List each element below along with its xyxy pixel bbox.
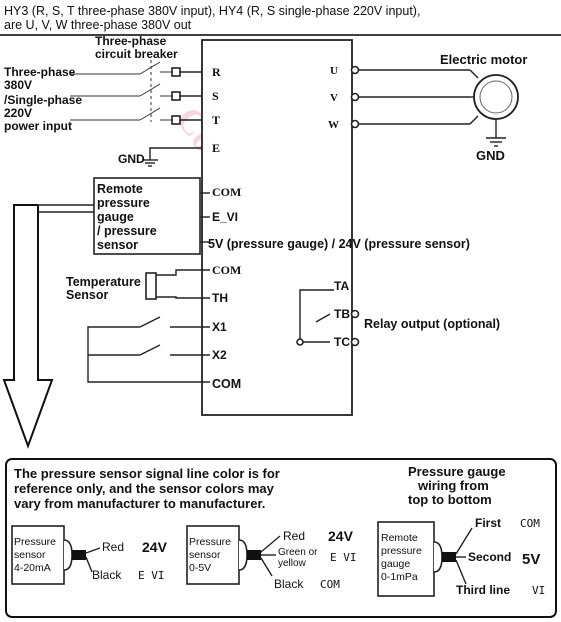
- sensor-2-red-value: 24V: [328, 528, 354, 544]
- terminal-u: U: [330, 65, 338, 77]
- terminal-x1: X1: [212, 320, 227, 334]
- power-input-line-4: 220V: [4, 106, 32, 120]
- sensor-2-name-1: Pressure: [189, 536, 231, 548]
- gauge-third-label: Third line: [456, 583, 510, 597]
- note-line-2: reference only, and the sensor colors ma…: [14, 481, 275, 496]
- supply-label: 5V (pressure gauge) / 24V (pressure sens…: [208, 237, 470, 251]
- remote-gauge-wires: [200, 192, 210, 243]
- gauge-first-label: First: [475, 516, 501, 530]
- remote-label-3: gauge: [97, 210, 134, 224]
- sensor-1-box: [11, 525, 65, 585]
- terminal-r: R: [212, 65, 221, 79]
- sensor-2-black-value: COM: [320, 578, 340, 591]
- sensor-1-red-value: 24V: [142, 539, 168, 555]
- remote-label-5: sensor: [97, 238, 138, 252]
- breaker-label-1: Three-phase: [95, 34, 167, 48]
- power-input-line-1: Three-phase: [4, 65, 76, 79]
- sensor-2-box: [186, 525, 240, 585]
- sensor-2-green-label-2: yellow: [278, 558, 307, 569]
- terminal-e: E: [212, 141, 220, 155]
- gauge-name-2: pressure: [381, 545, 422, 557]
- terminal-evi: E_VI: [212, 210, 238, 224]
- gauge-name-3: gauge: [381, 558, 410, 570]
- sensor-1-name-1: Pressure: [14, 536, 56, 548]
- header-line-1: HY3 (R, S, T three-phase 380V input), HY…: [4, 4, 420, 18]
- gauge-title-3: top to bottom: [408, 492, 492, 507]
- terminal-ta: TA: [334, 279, 349, 293]
- sensor-2-green-value: E VI: [330, 551, 357, 564]
- terminal-tb: TB: [334, 307, 350, 321]
- sensor-1-red-label: Red: [102, 540, 124, 554]
- x1-x2-switches: [87, 316, 210, 383]
- note-line-1: The pressure sensor signal line color is…: [14, 466, 280, 481]
- sensor-1-name-3: 4-20mA: [14, 562, 51, 574]
- remote-label-2: pressure: [97, 196, 150, 210]
- terminal-th: TH: [212, 291, 228, 305]
- electric-motor-icon: [473, 74, 519, 147]
- gnd-right-label: GND: [476, 148, 505, 163]
- power-input-line-2: 380V: [4, 78, 32, 92]
- terminal-tc: TC: [334, 335, 350, 349]
- sensor-1-black-label: Black: [92, 568, 122, 582]
- note-line-3: vary from manufacturer to manufacturer.: [14, 496, 265, 511]
- terminal-w: W: [328, 119, 339, 131]
- terminal-s: S: [212, 89, 219, 103]
- temp-label-2: Sensor: [66, 288, 109, 302]
- gauge-second-value: 5V: [522, 551, 540, 568]
- sensor-2-green-label-1: Green or: [278, 547, 318, 558]
- temp-label-1: Temperature: [66, 275, 141, 289]
- gnd-left-label: GND: [118, 152, 145, 166]
- gauge-first-value: COM: [520, 517, 540, 530]
- terminal-x2: X2: [212, 348, 227, 362]
- down-arrow-icon: [2, 204, 94, 449]
- sensor-1-black-value: E VI: [138, 569, 165, 582]
- inverter-box: [201, 39, 353, 416]
- remote-label-1: Remote: [97, 182, 143, 196]
- ground-left-symbol: [142, 147, 202, 167]
- relay-label: Relay output (optional): [364, 317, 500, 331]
- header-line-2: are U, V, W three-phase 380V out: [4, 18, 192, 32]
- sensor-2-black-label: Black: [274, 577, 304, 591]
- temperature-sensor-symbol: [145, 269, 210, 300]
- motor-wiring: [350, 65, 479, 129]
- gauge-second-label: Second: [468, 550, 511, 564]
- gauge-third-value: VI: [532, 584, 545, 597]
- relay-wiring: [296, 289, 360, 347]
- sensor-2-name-3: 0-5V: [189, 562, 211, 574]
- gauge-title-1: Pressure gauge: [408, 464, 506, 479]
- gauge-title-2: wiring from: [417, 478, 489, 493]
- gauge-name-4: 0-1mPa: [381, 571, 418, 583]
- breaker-wiring: [70, 60, 202, 125]
- terminal-com-1: COM: [212, 185, 241, 199]
- breaker-label-2: circuit breaker: [95, 47, 178, 61]
- sensor-2-name-2: sensor: [189, 549, 221, 561]
- remote-gauge-box: [93, 177, 201, 255]
- sensor-1-connector: [63, 539, 101, 573]
- terminal-com-3: COM: [212, 377, 241, 391]
- remote-label-4: / pressure: [97, 224, 157, 238]
- gauge-box: [377, 521, 435, 597]
- sensor-1-name-2: sensor: [14, 549, 46, 561]
- power-input-line-5: power input: [4, 119, 72, 133]
- terminal-t: T: [212, 113, 220, 127]
- sensor-2-connector: [238, 535, 281, 577]
- gauge-connector: [433, 527, 473, 585]
- gauge-name-1: Remote: [381, 532, 418, 544]
- terminal-com-2: COM: [212, 263, 241, 277]
- power-input-line-3: /Single-phase: [4, 93, 82, 107]
- terminal-v: V: [330, 92, 338, 104]
- motor-label: Electric motor: [440, 52, 527, 67]
- sensor-2-red-label: Red: [283, 529, 305, 543]
